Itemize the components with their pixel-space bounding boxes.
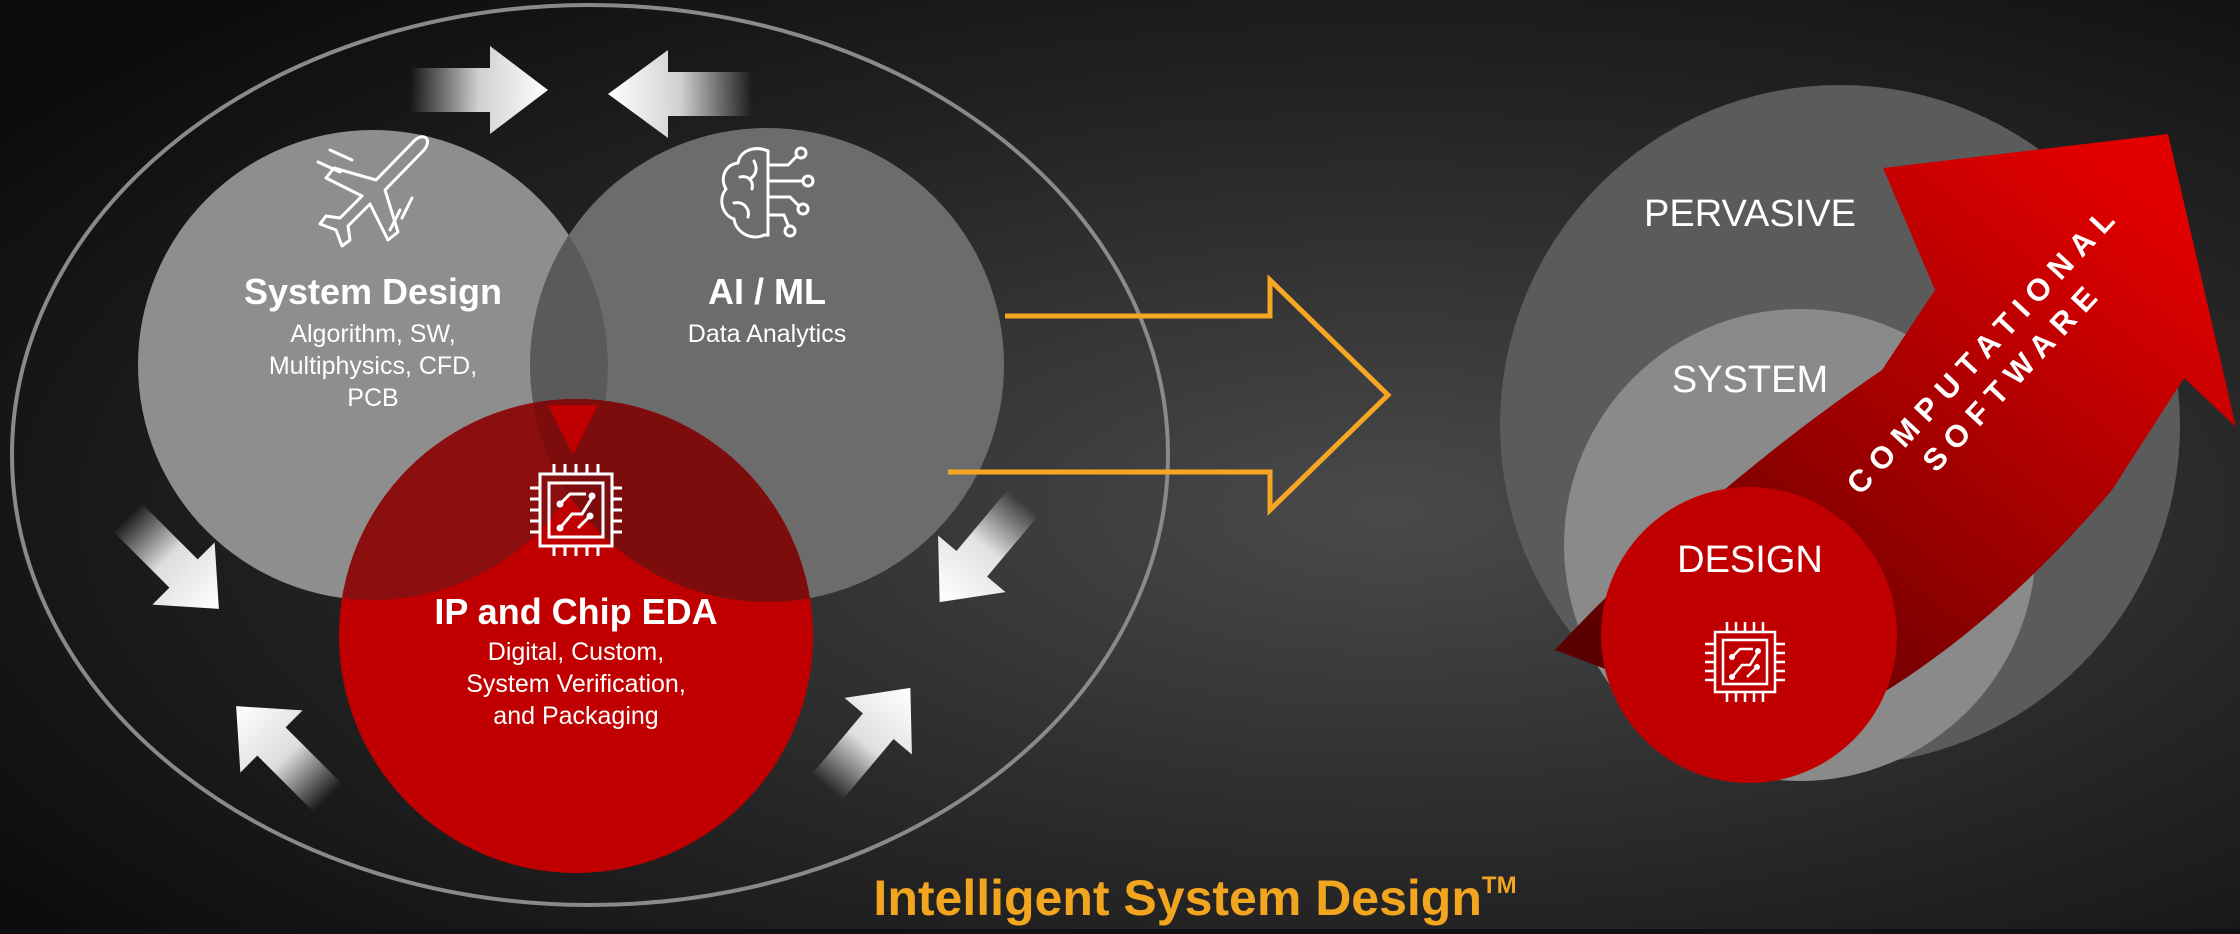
arrow-left-top: [608, 50, 752, 138]
ai-ml-line-1: Data Analytics: [688, 320, 846, 348]
center-overlap: [548, 405, 598, 455]
chip-icon: [530, 464, 622, 556]
arrow-up-right: [811, 687, 912, 801]
arrow-down-left: [112, 502, 219, 609]
arrow-right-top: [410, 46, 548, 134]
layer-label-pervasive: PERVASIVE: [1644, 193, 1856, 235]
arrow-up-left: [236, 706, 343, 813]
airplane-icon: [316, 135, 429, 248]
transition-arrow: [948, 274, 1392, 516]
ip-chip-title: IP and Chip EDA: [434, 591, 717, 632]
design-circle: [1601, 487, 1897, 783]
footer-trademark: TM: [1482, 872, 1517, 899]
ip-chip-line-2: System Verification,: [466, 670, 686, 698]
footer-title: Intelligent System DesignTM: [873, 870, 1516, 926]
arrow-down-right: [938, 489, 1039, 603]
red-overlap-right: [530, 399, 813, 602]
footer-title-text: Intelligent System Design: [873, 870, 1481, 926]
design-chip-icon: [1705, 622, 1785, 702]
layer-label-system: SYSTEM: [1672, 359, 1828, 401]
ip-chip-line-3: and Packaging: [493, 702, 658, 730]
ip-chip-line-1: Digital, Custom,: [488, 638, 664, 666]
brain-circuit-icon: [720, 146, 815, 239]
red-overlap-left: [339, 399, 608, 600]
system-design-title: System Design: [244, 271, 502, 312]
ai-ml-title: AI / ML: [708, 271, 826, 312]
layer-label-design: DESIGN: [1677, 539, 1823, 581]
system-design-line-3: PCB: [347, 384, 398, 412]
system-design-line-2: Multiphysics, CFD,: [269, 352, 477, 380]
system-design-line-1: Algorithm, SW,: [290, 320, 455, 348]
outer-cycle-ellipse: [10, 3, 1170, 907]
